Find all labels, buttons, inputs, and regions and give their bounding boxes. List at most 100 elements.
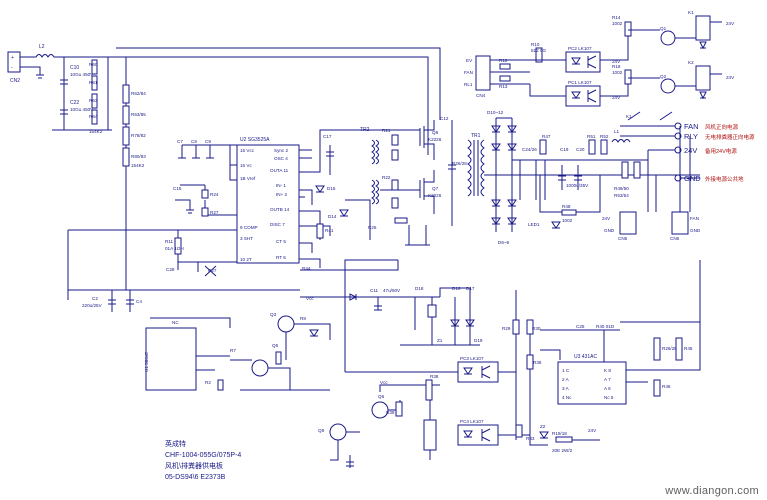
c28-label: C28 (166, 267, 175, 272)
d15-diode: D15 (315, 185, 336, 193)
u2-pin-3: 3 SHT (240, 236, 253, 241)
c2-label: C2 (92, 296, 98, 301)
r19-18-label: R19/18 (552, 431, 567, 436)
r14-value: 1002 (612, 21, 623, 26)
r7-label: R7 (230, 348, 236, 353)
c20-value: 1000u/35V (566, 183, 589, 188)
c22-label: C22 (70, 100, 79, 106)
output-fan-label: FAN (684, 122, 699, 131)
u2-pin-osc: OSC 4 (274, 156, 288, 161)
l1-label: L1 (614, 129, 620, 134)
k1-switch-label: K1 (626, 114, 632, 119)
input-filter: C10 10Gu 450V C22 10Gu 450V R60 R61 R63 … (52, 56, 112, 134)
u3-431ac: U3 431AC 1 C 2 A 3 A 4 Nc K 8 A 7 A 6 Nc… (557, 354, 627, 405)
c11-value: 47u/50V (383, 288, 401, 293)
r48-label: R48 (562, 204, 571, 209)
u2-pin-outa: OUTA 11 (270, 168, 289, 173)
r80-83-label: R80/83 (131, 154, 146, 159)
r36-label: R36 (533, 360, 542, 365)
u3-pin-1: 1 C (562, 368, 570, 373)
c15-label: C15 (173, 186, 182, 191)
q9-label: Q9 (318, 428, 325, 433)
r24-label: R24 (210, 192, 219, 197)
r63-85-label: R63/85 (131, 112, 146, 117)
r22-label: R22 (382, 175, 391, 180)
d15-label: D15 (327, 186, 336, 191)
relay-k1: K1 24V (688, 10, 735, 41)
r13-label: R13 (499, 84, 508, 89)
r21-label: R21 (382, 128, 391, 133)
inductor-l1: L1 (611, 129, 631, 143)
q6-label: Q6 (378, 394, 385, 399)
relay-connector-cn4: EV FAN RL1 CN4 (464, 55, 491, 98)
pc3-label: PC3 LK107 (460, 356, 484, 361)
u2-pin-disc: DISC 7 (270, 222, 285, 227)
q7-label: Q7 (432, 186, 439, 191)
c17-label: C17 (323, 134, 332, 139)
cn4-rl1-label: RL1 (464, 82, 473, 87)
transistor-q9: Q9 (318, 423, 347, 441)
led1: LED1 (528, 221, 561, 229)
r-value-154k-2: 154K2 (131, 163, 145, 168)
cn6-fan-label: FAN (690, 216, 699, 221)
u1-label: U1 384xE (144, 352, 149, 372)
c2-value: 220u/25V (82, 303, 103, 308)
u3-pin-4: 4 Nc (562, 395, 572, 400)
pc2-label: PC2 LK107 (568, 46, 592, 51)
r57-label: R27 (208, 268, 217, 273)
r2-label: R2 (205, 380, 211, 385)
svg-text:-: - (11, 65, 13, 71)
r29-label: R29 (502, 326, 511, 331)
cn5-gnd-label: GND (604, 228, 615, 233)
q7-value: K2226 (428, 193, 442, 198)
r11-label: R11 (165, 239, 174, 244)
transistor-q5: Q5 (251, 343, 279, 377)
r51-label: R51 (587, 134, 596, 139)
c10-label: C10 (70, 65, 79, 71)
vcc-label-aux: Vcc (306, 296, 314, 301)
u2-pin-9: 9 COMP (240, 225, 258, 230)
q8-value: K2226 (428, 137, 442, 142)
k1-24v-label: 24V (726, 21, 735, 26)
u1-controller: U1 384xE NC (144, 320, 197, 391)
c11-label: C11 (370, 288, 379, 293)
u3-pin-5: Nc 5 (604, 395, 614, 400)
transistor-q2: Q2 (660, 74, 676, 94)
transistor-q3: Q3 (270, 312, 295, 333)
z2-label: Z2 (540, 424, 546, 429)
r53-54-label: R53/54 (614, 193, 629, 198)
z1-label: Z1 (437, 338, 443, 343)
r14-label: R14 (612, 15, 621, 20)
r48-value: 1002 (562, 218, 573, 223)
output-24v-note: 备用24V电源 (705, 147, 737, 155)
r10-value: 512 0G (531, 48, 546, 53)
r38-label: R38 (430, 374, 439, 379)
r12-label: R12 (499, 58, 508, 63)
r11-value: 01A 1OH (165, 246, 184, 251)
c12-label: C12 (440, 116, 449, 121)
u2-pin-18: 1B Vref (240, 176, 256, 181)
d16-label: D16 (452, 286, 461, 291)
r33-label: R33 (526, 436, 535, 441)
watermark: www.diangon.com (665, 485, 759, 497)
r18-value: 1002 (612, 70, 623, 75)
optocoupler-pc2: PC2 LK107 (565, 46, 601, 73)
mosfet-q8: Q8 K2226 (419, 120, 442, 160)
r27-label: R27 (210, 210, 219, 215)
led1-label: LED1 (528, 222, 540, 227)
u3-label: U3 431AC (574, 354, 597, 360)
output-gnd-label: GND (684, 174, 701, 183)
svg-text:NC: NC (172, 320, 179, 325)
pc1-24v-label: 24V (612, 95, 621, 100)
d19-label: D19 (474, 338, 483, 343)
c8-label: C8 (191, 139, 197, 144)
r25-label: R25 (368, 225, 377, 230)
u2-pin-16: 16 Vc (240, 163, 252, 168)
pc4-label: PC4 LK107 (460, 419, 484, 424)
transistor-q1: Q1 (660, 26, 676, 46)
cn2-label: CN2 (10, 78, 20, 84)
output-terminals: FAN 风机正向电源 RLY 无电排粪器正向电源 24V 备用24V电源 GND… (620, 122, 755, 183)
u2-pin-10: 10 2T (240, 257, 252, 262)
q8-label: Q8 (432, 130, 439, 135)
relay-k2: K2 24V (688, 60, 735, 91)
